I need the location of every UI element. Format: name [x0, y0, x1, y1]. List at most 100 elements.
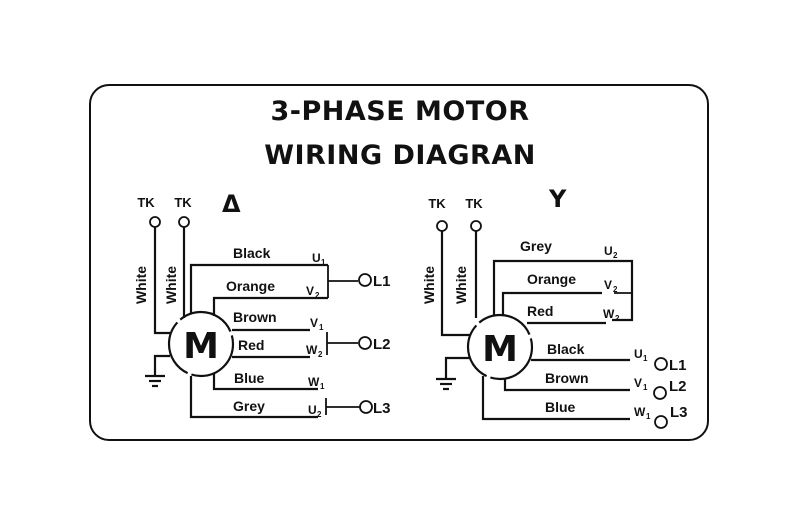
- svg-text:2: 2: [315, 291, 320, 300]
- svg-text:U: U: [312, 251, 321, 265]
- delta-ground-wire: [153, 354, 170, 375]
- delta-wire-grey: [189, 376, 318, 419]
- wye-wire-grey: [492, 259, 634, 322]
- delta-l2-label: L2: [373, 336, 391, 353]
- wye-tk-wire-label-2: White: [453, 266, 469, 304]
- delta-tk-wire-label-2: White: [163, 266, 179, 304]
- title-line-1: 3-PHASE MOTOR: [270, 96, 530, 127]
- svg-text:1: 1: [643, 354, 648, 363]
- wye-wire-brown: [503, 379, 630, 392]
- wye-tk-label-2: TK: [465, 196, 483, 211]
- delta-tk-terminal-2: [178, 216, 190, 228]
- wye-wire-label-orange: Orange: [527, 271, 576, 287]
- svg-text:U: U: [634, 347, 643, 361]
- wye-tk-wire-1: [440, 231, 470, 337]
- svg-text:W: W: [308, 375, 320, 389]
- wye-wire-blue: [481, 376, 630, 421]
- delta-tk-wire-label-1: White: [133, 266, 149, 304]
- delta-wire-label-red: Red: [238, 337, 264, 353]
- delta-wire-black: [189, 263, 328, 313]
- svg-text:2: 2: [613, 251, 618, 260]
- wye-l2-terminal[interactable]: [653, 386, 667, 400]
- wye-wire-label-blue: Blue: [545, 399, 576, 415]
- svg-text:V: V: [310, 316, 318, 330]
- delta-wire-label-black: Black: [233, 245, 271, 261]
- delta-tk-label-1: TK: [137, 195, 155, 210]
- svg-text:U: U: [308, 403, 317, 417]
- diagram-frame: [89, 84, 709, 441]
- delta-l1-terminal[interactable]: [358, 273, 372, 287]
- delta-bridge-l1: [327, 265, 358, 298]
- wye-wire-orange: [501, 291, 602, 316]
- delta-bridge-l3: [325, 398, 360, 415]
- svg-text:U: U: [604, 244, 613, 258]
- delta-motor-label: M: [183, 326, 219, 367]
- delta-bridge-l2: [326, 332, 358, 355]
- wye-motor-icon: [466, 313, 534, 381]
- delta-l3-label: L3: [373, 400, 391, 417]
- svg-text:W: W: [634, 405, 646, 419]
- delta-l2-terminal[interactable]: [358, 336, 372, 350]
- wye-l3-label: L3: [670, 404, 688, 421]
- delta-tk-wire-1: [153, 227, 170, 335]
- svg-text:2: 2: [317, 410, 322, 419]
- svg-text:1: 1: [646, 412, 651, 421]
- wye-tk-terminal-1: [436, 220, 448, 232]
- svg-text:2: 2: [318, 350, 323, 359]
- wye-tk-terminal-2: [470, 220, 482, 232]
- delta-wire-label-orange: Orange: [226, 278, 275, 294]
- delta-motor-icon: [167, 310, 235, 378]
- svg-text:1: 1: [643, 383, 648, 392]
- svg-text:1: 1: [320, 382, 325, 391]
- wye-ground-wire: [444, 356, 470, 378]
- delta-l3-terminal[interactable]: [359, 400, 373, 414]
- wye-motor-label: M: [482, 329, 518, 370]
- svg-text:V: V: [306, 284, 314, 298]
- svg-text:W: W: [603, 307, 615, 321]
- wye-l1-label: L1: [669, 357, 687, 374]
- wye-wire-label-brown: Brown: [545, 370, 589, 386]
- delta-ground-icon: [145, 374, 165, 388]
- delta-wire-orange: [212, 296, 328, 316]
- wye-tk-label-1: TK: [428, 196, 446, 211]
- wye-symbol: Y: [548, 185, 567, 213]
- svg-text:V: V: [604, 278, 612, 292]
- wye-l1-terminal[interactable]: [654, 357, 668, 371]
- svg-text:1: 1: [319, 323, 324, 332]
- delta-wire-blue: [212, 373, 318, 391]
- svg-text:2: 2: [613, 285, 618, 294]
- delta-symbol: Δ: [222, 190, 241, 218]
- wye-ground-icon: [436, 377, 456, 391]
- title-line-2: WIRING DIAGRAN: [264, 140, 536, 171]
- svg-text:2: 2: [615, 314, 620, 323]
- delta-tk-terminal-1: [149, 216, 161, 228]
- delta-l1-label: L1: [373, 273, 391, 290]
- wye-l2-label: L2: [669, 378, 687, 395]
- delta-wire-label-brown: Brown: [233, 309, 277, 325]
- wye-wire-label-black: Black: [547, 341, 585, 357]
- svg-text:W: W: [306, 343, 318, 357]
- delta-tk-label-2: TK: [174, 195, 192, 210]
- delta-diagram: Δ TK TK White White M Black Orange Brown…: [133, 190, 391, 419]
- wye-l3-terminal[interactable]: [654, 415, 668, 429]
- delta-wire-label-blue: Blue: [234, 370, 265, 386]
- wye-wire-label-grey: Grey: [520, 238, 552, 254]
- wye-wire-label-red: Red: [527, 303, 553, 319]
- svg-text:V: V: [634, 376, 642, 390]
- delta-wire-label-grey: Grey: [233, 398, 265, 414]
- svg-text:1: 1: [321, 258, 326, 267]
